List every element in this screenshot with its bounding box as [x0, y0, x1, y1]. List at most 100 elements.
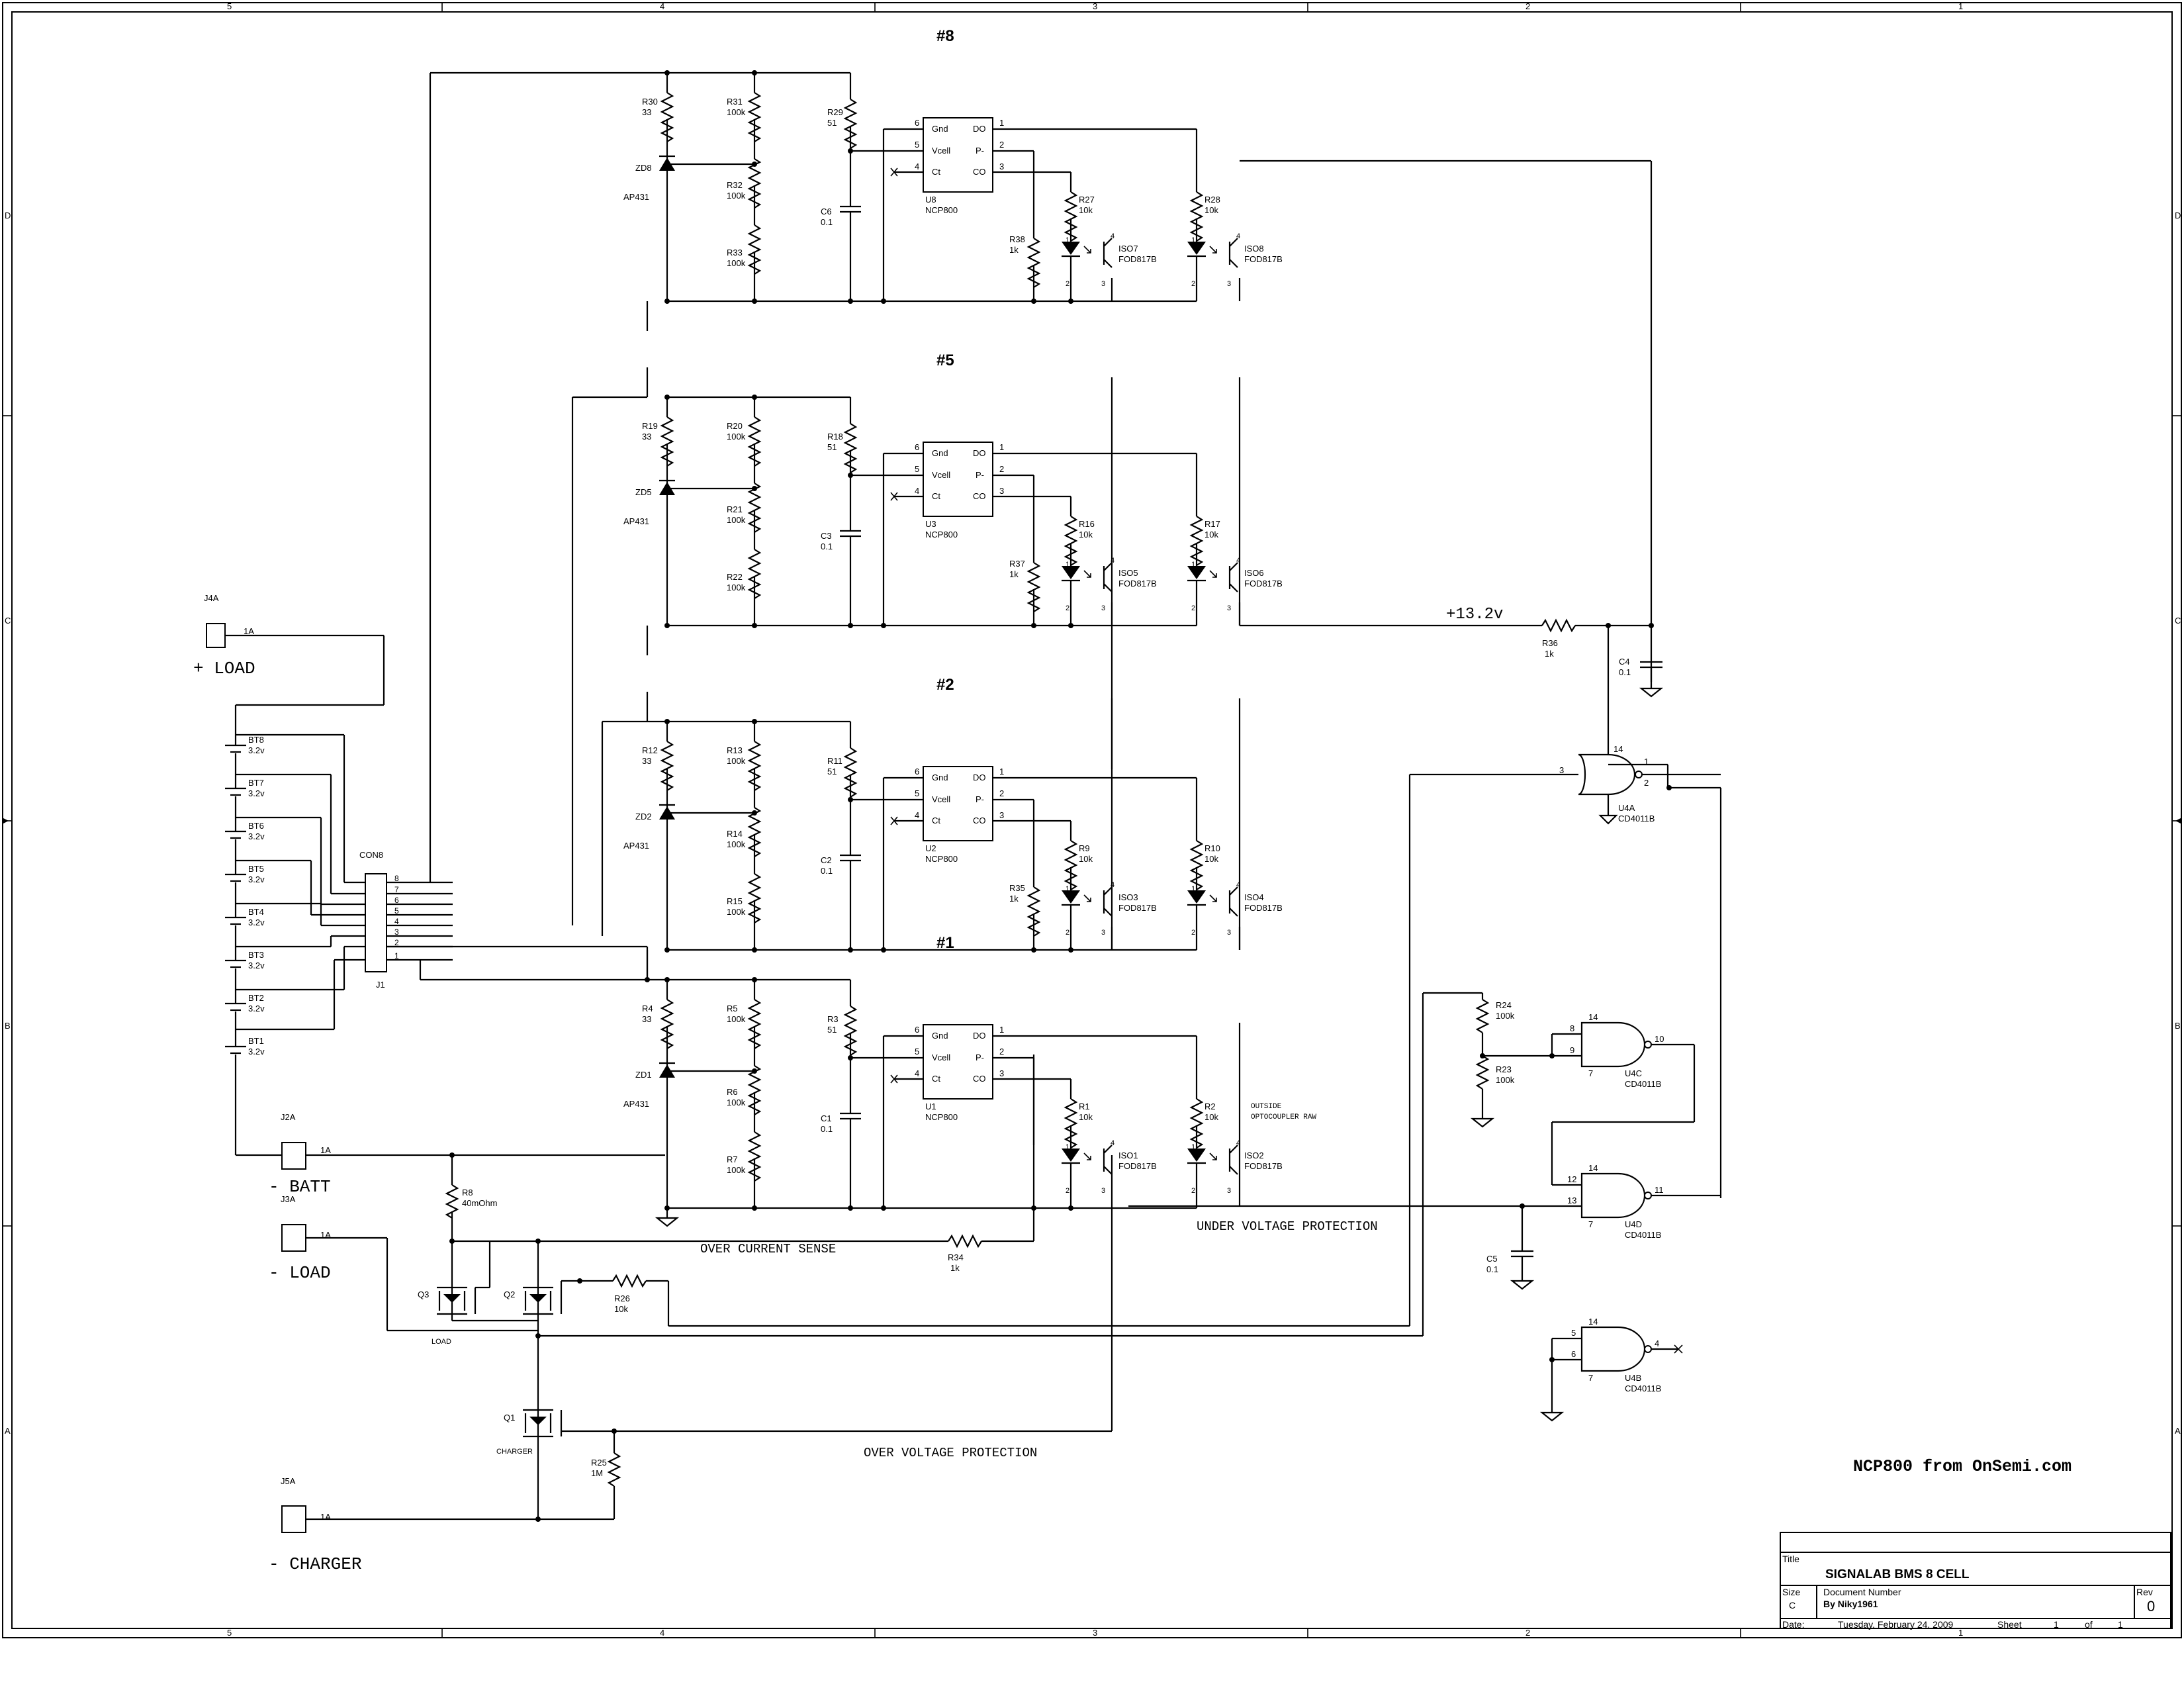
j5a-label: - CHARGER [269, 1554, 361, 1574]
cap-value: 0.1 [821, 541, 833, 551]
battery-value: 3.2v [248, 745, 265, 755]
r-ser-resistor-icon [843, 747, 858, 798]
wire [1229, 908, 1238, 917]
cap-ref: C6 [821, 207, 832, 216]
pin-number: 3 [999, 162, 1004, 171]
ground-icon [1639, 687, 1664, 698]
pin-label: 6 [1571, 1349, 1576, 1359]
pin-vcell: Vcell [932, 470, 950, 480]
r-div1-resistor-icon [747, 92, 762, 142]
pin-label: 7 [1588, 1219, 1593, 1229]
pin-number: 3 [999, 810, 1004, 820]
pin-label: 4 [1655, 1338, 1659, 1348]
r-top-value: 33 [642, 107, 651, 117]
j4a-label: + LOAD [193, 659, 255, 679]
r36-resistor-icon [1541, 618, 1576, 633]
pin-co: CO [973, 1074, 986, 1084]
led-icon [1062, 242, 1080, 255]
r-led1-resistor-icon [1064, 1098, 1078, 1149]
u4d-nand-icon [1580, 1172, 1646, 1219]
pin-number: 3 [1227, 280, 1231, 288]
r-div3-value: 100k [727, 258, 746, 268]
pin-label: 14 [1588, 1317, 1598, 1327]
logic-section: +13.2v R36 1k C4 0.1 U4A CD4011B 3 1 2 1… [1128, 160, 1722, 1422]
r-div2-value: 100k [727, 1098, 746, 1107]
pin-label: 7 [1588, 1373, 1593, 1383]
pin-label: 10 [1655, 1034, 1664, 1044]
size-label: Size [1782, 1587, 1800, 1597]
pin-label: 11 [1655, 1185, 1664, 1195]
iso-part: FOD817B [1118, 254, 1157, 264]
r-led2-resistor-icon [1189, 840, 1204, 890]
r-div2-value: 100k [727, 515, 746, 525]
connector-pin-number: 4 [394, 917, 399, 926]
battery-ref: BT3 [248, 950, 264, 960]
cap-ref: C1 [821, 1113, 832, 1123]
pin-label: 7 [1588, 1068, 1593, 1078]
light-arrow-icon [1083, 246, 1091, 254]
r-led1-value: 10k [1079, 530, 1093, 539]
iso-part: FOD817B [1244, 254, 1283, 264]
r-top-ref: R4 [642, 1004, 653, 1013]
iso-part: FOD817B [1244, 579, 1283, 588]
r-led2-resistor-icon [1189, 1098, 1204, 1149]
battery-stack: BT83.2vBT73.2vBT63.2vBT53.2vBT43.2vBT33.… [193, 71, 680, 1574]
ic-ref: U2 [925, 843, 936, 853]
r-div3-ref: R33 [727, 248, 743, 258]
pin-number: 2 [1191, 280, 1195, 288]
r26-value: 10k [614, 1304, 628, 1314]
junction-dot [881, 299, 886, 304]
light-arrow-icon [1209, 894, 1217, 902]
zener-ref: ZD8 [635, 163, 652, 173]
ground-icon [1539, 1411, 1565, 1422]
r24-value: 100k [1496, 1011, 1515, 1021]
pin-ct: Ct [932, 816, 940, 825]
date-label: Date: [1782, 1619, 1804, 1630]
ic-ref: U8 [925, 195, 936, 205]
docnum-value: By Niky1961 [1823, 1599, 1878, 1609]
r-div3-ref: R15 [727, 896, 743, 906]
r-div2-value: 100k [727, 839, 746, 849]
r-ser-ref: R18 [827, 432, 843, 442]
border-col-label: 3 [1093, 1, 1097, 11]
pin-number: 4 [915, 810, 919, 820]
docnum-label: Document Number [1823, 1587, 1901, 1597]
u4c-part: CD4011B [1625, 1079, 1661, 1089]
battery-ref: BT7 [248, 778, 264, 788]
pin-pm: P- [976, 794, 984, 804]
j4a-jack-icon [206, 623, 226, 648]
iso-part: FOD817B [1118, 903, 1157, 913]
zener-part: AP431 [623, 192, 649, 202]
iso-part: FOD817B [1118, 579, 1157, 588]
r-led2-value: 10k [1205, 1112, 1218, 1122]
pin-gnd: Gnd [932, 448, 948, 458]
ncp800-ic [923, 1024, 993, 1100]
zener-part: AP431 [623, 1099, 649, 1109]
border-col-label: 4 [660, 1, 664, 11]
pin-number: 2 [1066, 604, 1069, 612]
ic-part: NCP800 [925, 205, 958, 215]
connector-pin-number: 2 [394, 938, 399, 947]
led-icon [1062, 890, 1080, 904]
title-value: SIGNALAB BMS 8 CELL [1825, 1568, 1970, 1581]
r-div2-ref: R32 [727, 180, 743, 190]
cap-value: 0.1 [821, 866, 833, 876]
r36-value: 1k [1545, 649, 1554, 659]
light-arrow-icon [1209, 246, 1217, 254]
pin-number: 2 [1066, 1187, 1069, 1195]
pin-number: 4 [915, 486, 919, 496]
j5a-ref: J5A [281, 1476, 296, 1486]
connector-pin-number: 8 [394, 874, 399, 883]
pin-number: 6 [915, 1025, 919, 1035]
j4a-ref: J4A [204, 593, 219, 603]
pin-number: 2 [999, 788, 1004, 798]
led-icon [1187, 566, 1206, 579]
ic-part: NCP800 [925, 854, 958, 864]
outside-note-line2: OPTOCOUPLER RAW [1251, 1113, 1316, 1121]
iso-part: FOD817B [1118, 1161, 1157, 1171]
r-div1-ref: R31 [727, 97, 743, 107]
ncp800-ic [923, 442, 993, 517]
r-pull-ref: R35 [1009, 883, 1025, 893]
battery-value: 3.2v [248, 831, 265, 841]
u4a-nand-icon [1578, 753, 1636, 796]
